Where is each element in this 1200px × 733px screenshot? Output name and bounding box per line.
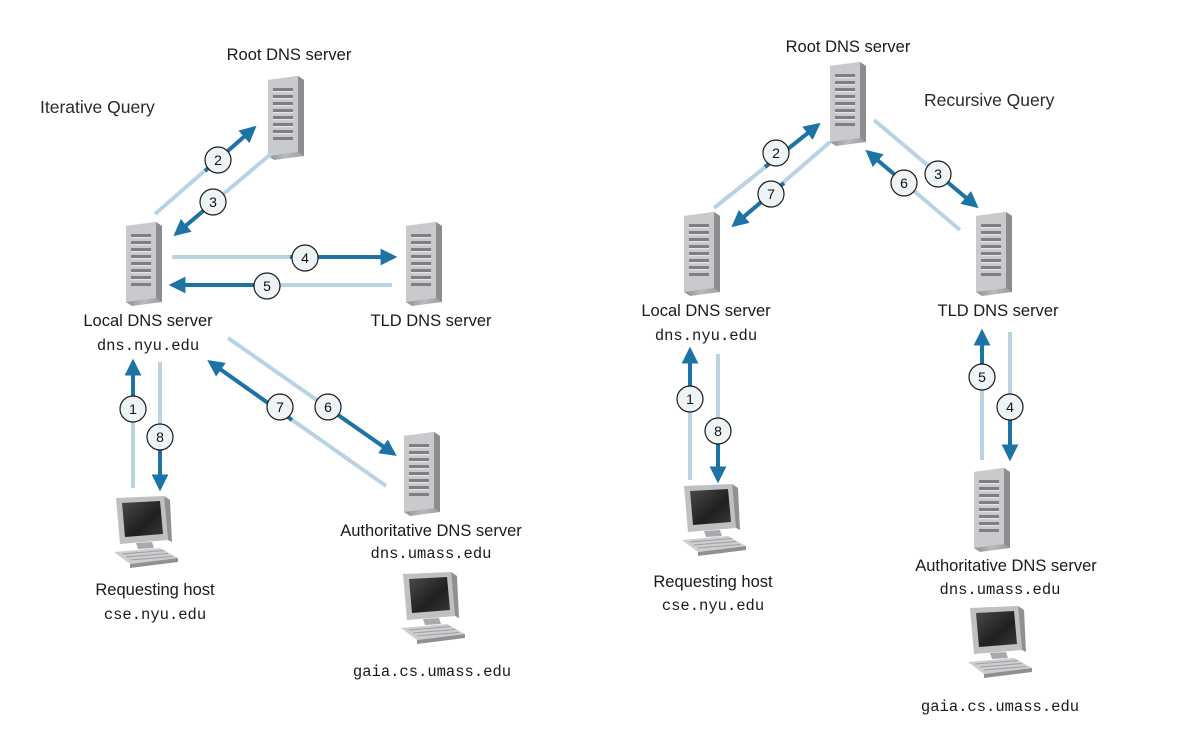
recursive-query-panel: Recursive Query bbox=[641, 38, 1097, 716]
requesting-host-name: cse.nyu.edu bbox=[662, 597, 764, 615]
requesting-host-label: Requesting host bbox=[95, 581, 215, 599]
auth-server-icon bbox=[404, 432, 440, 516]
local-server-label: Local DNS server bbox=[83, 312, 213, 330]
step-2: 2 bbox=[204, 146, 232, 174]
gaia-computer-icon bbox=[968, 606, 1032, 678]
auth-server-label: Authoritative DNS server bbox=[340, 522, 522, 540]
svg-text:7: 7 bbox=[276, 399, 284, 415]
gaia-computer-icon bbox=[401, 572, 465, 644]
local-server-host: dns.nyu.edu bbox=[97, 337, 199, 355]
svg-text:3: 3 bbox=[934, 166, 942, 182]
svg-text:2: 2 bbox=[214, 152, 222, 168]
svg-text:2: 2 bbox=[772, 145, 780, 161]
step-3: 3 bbox=[924, 160, 952, 188]
iterative-query-panel: Iterative Query bbox=[40, 46, 522, 681]
tld-server-label: TLD DNS server bbox=[370, 312, 492, 330]
svg-text:7: 7 bbox=[767, 186, 775, 202]
root-server-icon bbox=[830, 62, 866, 146]
svg-text:8: 8 bbox=[156, 429, 164, 445]
step-4: 4 bbox=[291, 244, 319, 272]
step-6: 6 bbox=[890, 169, 918, 197]
auth-server-icon bbox=[974, 468, 1010, 552]
step-1: 1 bbox=[119, 395, 147, 423]
svg-text:5: 5 bbox=[263, 278, 271, 294]
requesting-host-computer-icon bbox=[682, 484, 746, 556]
root-server-label: Root DNS server bbox=[227, 46, 352, 64]
svg-text:1: 1 bbox=[129, 401, 137, 417]
local-server-label: Local DNS server bbox=[641, 302, 771, 320]
svg-text:8: 8 bbox=[714, 423, 722, 439]
gaia-host-name: gaia.cs.umass.edu bbox=[353, 663, 511, 681]
step-3: 3 bbox=[199, 188, 227, 216]
tld-server-icon bbox=[406, 222, 442, 306]
step-6: 6 bbox=[314, 393, 342, 421]
step-7: 7 bbox=[757, 180, 785, 208]
step-8: 8 bbox=[704, 417, 732, 445]
auth-server-label: Authoritative DNS server bbox=[915, 557, 1097, 575]
requesting-host-computer-icon bbox=[114, 496, 178, 568]
svg-text:4: 4 bbox=[1006, 399, 1014, 415]
step-4: 4 bbox=[996, 393, 1024, 421]
gaia-host-name: gaia.cs.umass.edu bbox=[921, 698, 1079, 716]
step-8: 8 bbox=[146, 423, 174, 451]
step-5: 5 bbox=[253, 272, 281, 300]
auth-server-host: dns.umass.edu bbox=[940, 581, 1061, 599]
step-7: 7 bbox=[266, 393, 294, 421]
root-server-label: Root DNS server bbox=[786, 38, 911, 56]
requesting-host-name: cse.nyu.edu bbox=[104, 606, 206, 624]
svg-text:1: 1 bbox=[686, 391, 694, 407]
svg-text:6: 6 bbox=[324, 399, 332, 415]
svg-text:4: 4 bbox=[301, 250, 309, 266]
recursive-title: Recursive Query bbox=[924, 90, 1055, 110]
step-5: 5 bbox=[968, 363, 996, 391]
root-server-icon bbox=[268, 76, 304, 160]
step-1: 1 bbox=[676, 385, 704, 413]
auth-server-host: dns.umass.edu bbox=[371, 545, 492, 563]
local-server-icon bbox=[684, 212, 720, 296]
local-server-icon bbox=[126, 222, 162, 306]
tld-server-label: TLD DNS server bbox=[937, 302, 1059, 320]
requesting-host-label: Requesting host bbox=[653, 573, 773, 591]
tld-server-icon bbox=[976, 212, 1012, 296]
recursive-arrows bbox=[681, 118, 1019, 484]
iterative-title: Iterative Query bbox=[40, 97, 155, 117]
svg-text:5: 5 bbox=[978, 369, 986, 385]
local-server-host: dns.nyu.edu bbox=[655, 327, 757, 345]
svg-text:3: 3 bbox=[209, 194, 217, 210]
step-2: 2 bbox=[762, 139, 790, 167]
svg-text:6: 6 bbox=[900, 175, 908, 191]
